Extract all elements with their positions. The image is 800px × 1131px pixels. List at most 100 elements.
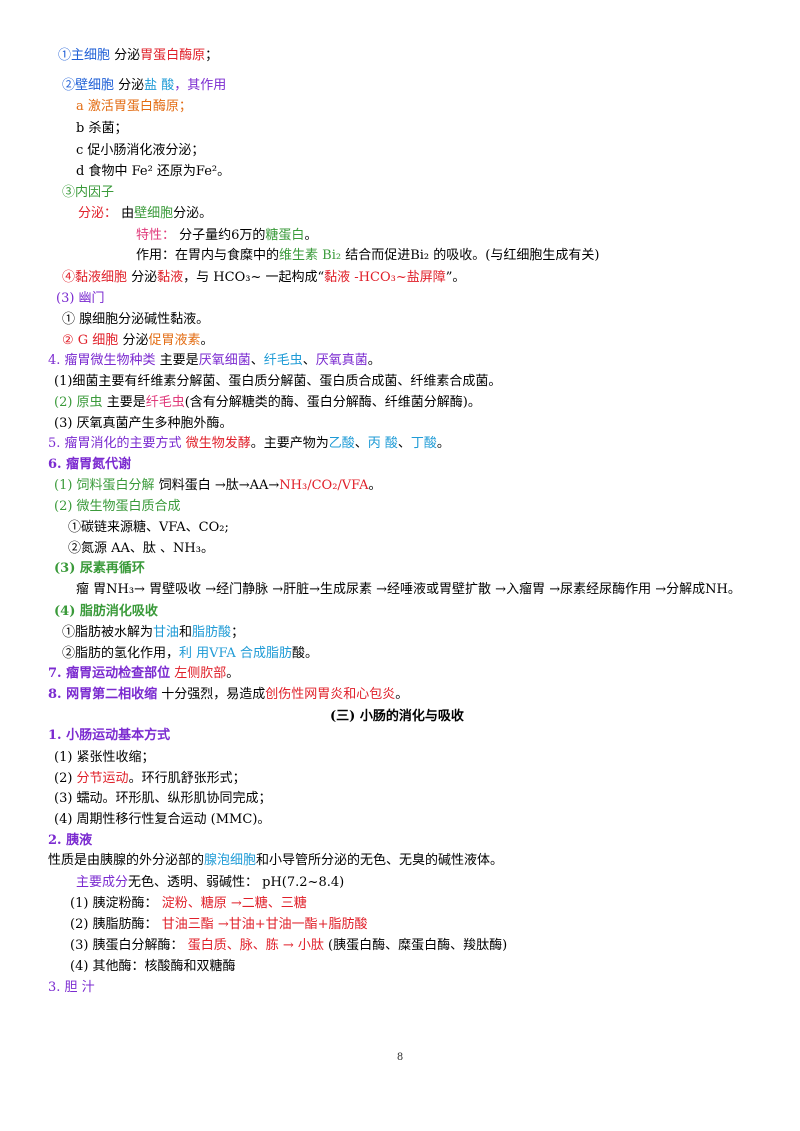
text-segment: ②氮源 AA、肽 、NH₃。 <box>68 541 214 556</box>
text-segment: 酸。 <box>291 646 318 661</box>
text-segment: 维生素 Bi₂ <box>279 248 342 263</box>
text-segment: ，与 HCO₃~ 一起构成“ <box>183 270 325 285</box>
text-line: (1) 紧张性收缩； <box>54 750 155 766</box>
text-segment: 蛋白质、脉、胨 → 小肽 <box>187 938 324 953</box>
text-line: ④黏液细胞 分泌黏液，与 HCO₃~ 一起构成“黏液 -HCO₃~盐屏障”。 <box>62 270 465 286</box>
text-segment: 8. 网胃第二相收缩 <box>48 687 158 702</box>
text-segment: 分泌： <box>78 206 118 221</box>
text-line: 主要成分无色、透明、弱碱性： pH(7.2~8.4) <box>76 875 344 891</box>
text-segment: (1) 胰淀粉酶： <box>70 896 162 911</box>
text-line: 瘤 胃NH₃→ 胃壁吸收 →经门静脉 →肝脏→生成尿素 →经唾液或胃壁扩散 →入… <box>76 582 741 598</box>
text-segment: ； <box>205 48 219 63</box>
text-segment: 乙酸 <box>328 436 355 451</box>
text-segment: 。主要产物为 <box>250 436 329 451</box>
text-segment: 腺泡细胞 <box>204 853 257 868</box>
text-segment: 。 <box>200 333 214 348</box>
page-number: 8 <box>396 1052 404 1063</box>
text-segment: 甘油三酯 →甘油+甘油一酯+脂肪酸 <box>161 917 368 932</box>
text-segment: (1)细菌主要有纤维素分解菌、蛋白质分解菌、蛋白质合成菌、纤维素合成菌。 <box>54 374 502 389</box>
text-line: 性质是由胰腺的外分泌部的腺泡细胞和小导管所分泌的无色、无臭的碱性液体。 <box>48 853 503 869</box>
text-line: 3. 胆 汁 <box>48 980 95 996</box>
text-segment: ； <box>231 625 245 640</box>
text-line: d 食物中 Fe² 还原为Fe²。 <box>76 164 230 180</box>
text-line: ②脂肪的氢化作用，利 用VFA 合成脂肪酸。 <box>62 646 318 662</box>
text-line: ①碳链来源糖、VFA、CO₂; <box>68 520 229 536</box>
text-segment: (3) 尿素再循环 <box>54 561 145 576</box>
text-segment: 。 <box>367 353 381 368</box>
text-segment: 甘油 <box>153 625 180 640</box>
text-segment: 分泌 <box>114 78 145 93</box>
text-line: (1) 胰淀粉酶： 淀粉、糖原 →二糖、三糖 <box>70 896 307 912</box>
text-segment: (2) 微生物蛋白质合成 <box>54 499 181 514</box>
text-segment: 丁酸 <box>410 436 437 451</box>
text-segment: 6. 瘤胃氮代谢 <box>48 457 132 472</box>
text-segment: 厌氧真菌 <box>315 353 368 368</box>
text-segment: 结合而促进Bi₂ 的吸收。(与红细胞生成有关) <box>341 248 600 263</box>
text-line: 7. 瘤胃运动检查部位 左侧肷部。 <box>48 666 239 682</box>
text-segment: 和 <box>179 625 193 640</box>
text-segment: 、 <box>397 436 411 451</box>
text-line: (3) 厌氧真菌产生多种胞外酶。 <box>54 416 233 432</box>
text-line: b 杀菌； <box>76 121 127 137</box>
text-segment: 、 <box>250 353 264 368</box>
text-line: (4) 其他酶：核酸酶和双糖酶 <box>70 959 236 975</box>
text-segment: 。环行肌舒张形式； <box>128 771 246 786</box>
text-segment: 创伤性网胃炎和心包炎 <box>265 687 396 702</box>
text-segment: NH₃/CO₂/VFA <box>279 478 369 493</box>
text-segment: 分泌 <box>118 333 149 348</box>
text-line: ② G 细胞 分泌促胃液素。 <box>62 333 213 349</box>
text-segment: 分泌 <box>110 48 141 63</box>
text-segment: 脂肪酸 <box>192 625 232 640</box>
text-segment: (2) 胰脂肪酶： <box>70 917 162 932</box>
text-segment: 左侧肷部 <box>174 666 227 681</box>
text-segment: 性质是由胰腺的外分泌部的 <box>48 853 205 868</box>
text-segment: 分子量约6万的 <box>175 228 266 243</box>
text-segment: 。 <box>304 228 318 243</box>
text-line: ②壁细胞 分泌盐 酸，其作用 <box>62 78 226 94</box>
text-segment: (3) 幽门 <box>56 291 105 306</box>
text-segment: 无色、透明、弱碱性： pH(7.2~8.4) <box>128 875 345 890</box>
text-segment: 由 <box>117 206 135 221</box>
text-segment: 分泌。 <box>173 206 213 221</box>
text-segment: ”。 <box>445 270 466 285</box>
text-segment: (3) 胰蛋白分解酶： <box>70 938 188 953</box>
text-line: (3) 胰蛋白分解酶： 蛋白质、脉、胨 → 小肽 (胰蛋白酶、糜蛋白酶、羧肽酶) <box>70 938 507 954</box>
text-segment: ②脂肪的氢化作用， <box>62 646 180 661</box>
text-segment: 分节运动 <box>76 771 129 786</box>
text-segment: 。 <box>395 687 409 702</box>
text-segment: 3. 胆 汁 <box>48 980 95 995</box>
text-segment: (胰蛋白酶、糜蛋白酶、羧肽酶) <box>323 938 508 953</box>
text-segment: 饲料蛋白 →肽→AA→ <box>154 478 280 493</box>
text-segment: 主要是 <box>102 395 146 410</box>
text-segment: 胃蛋白酶原 <box>140 48 206 63</box>
text-segment: 纤毛虫 <box>145 395 185 410</box>
text-segment: 丙 酸 <box>367 436 398 451</box>
text-segment: 纤毛虫 <box>263 353 303 368</box>
text-segment: 特性： <box>136 228 176 243</box>
text-segment: ①碳链来源糖、VFA、CO₂; <box>68 520 229 535</box>
text-segment: (4) 脂肪消化吸收 <box>54 604 158 619</box>
text-segment: (4) 周期性移行性复合运动 (MMC)。 <box>54 812 271 827</box>
text-segment: c 促小肠消化液分泌； <box>76 143 205 158</box>
text-segment: 和小导管所分泌的无色、无臭的碱性液体。 <box>256 853 504 868</box>
text-segment: 主要成分 <box>76 875 129 890</box>
text-line: (3) 幽门 <box>56 291 105 307</box>
text-segment: 壁细胞 <box>134 206 174 221</box>
text-segment: 微生物发酵 <box>185 436 251 451</box>
text-segment: 、 <box>302 353 316 368</box>
text-line: 分泌： 由壁细胞分泌。 <box>78 206 212 222</box>
text-line: 8. 网胃第二相收缩 十分强烈，易造成创伤性网胃炎和心包炎。 <box>48 687 408 703</box>
text-segment: (2) 原虫 <box>54 395 103 410</box>
text-segment: (2) <box>54 771 77 786</box>
text-line: ①脂肪被水解为甘油和脂肪酸； <box>62 625 244 641</box>
text-segment: 盐 酸 <box>144 78 175 93</box>
text-segment: (3) 蠕动。环形肌、纵形肌协同完成； <box>54 791 272 806</box>
text-segment: (1) 饲料蛋白分解 <box>54 478 155 493</box>
text-line: (4) 脂肪消化吸收 <box>54 604 158 620</box>
text-segment: 主要是 <box>155 353 199 368</box>
text-segment: 促胃液素 <box>148 333 201 348</box>
text-segment: d 食物中 Fe² 还原为Fe²。 <box>76 164 231 179</box>
text-segment: 5. 瘤胃消化的主要方式 <box>48 436 182 451</box>
text-segment: 糖蛋白 <box>265 228 305 243</box>
text-line: (3) 尿素再循环 <box>54 561 145 577</box>
